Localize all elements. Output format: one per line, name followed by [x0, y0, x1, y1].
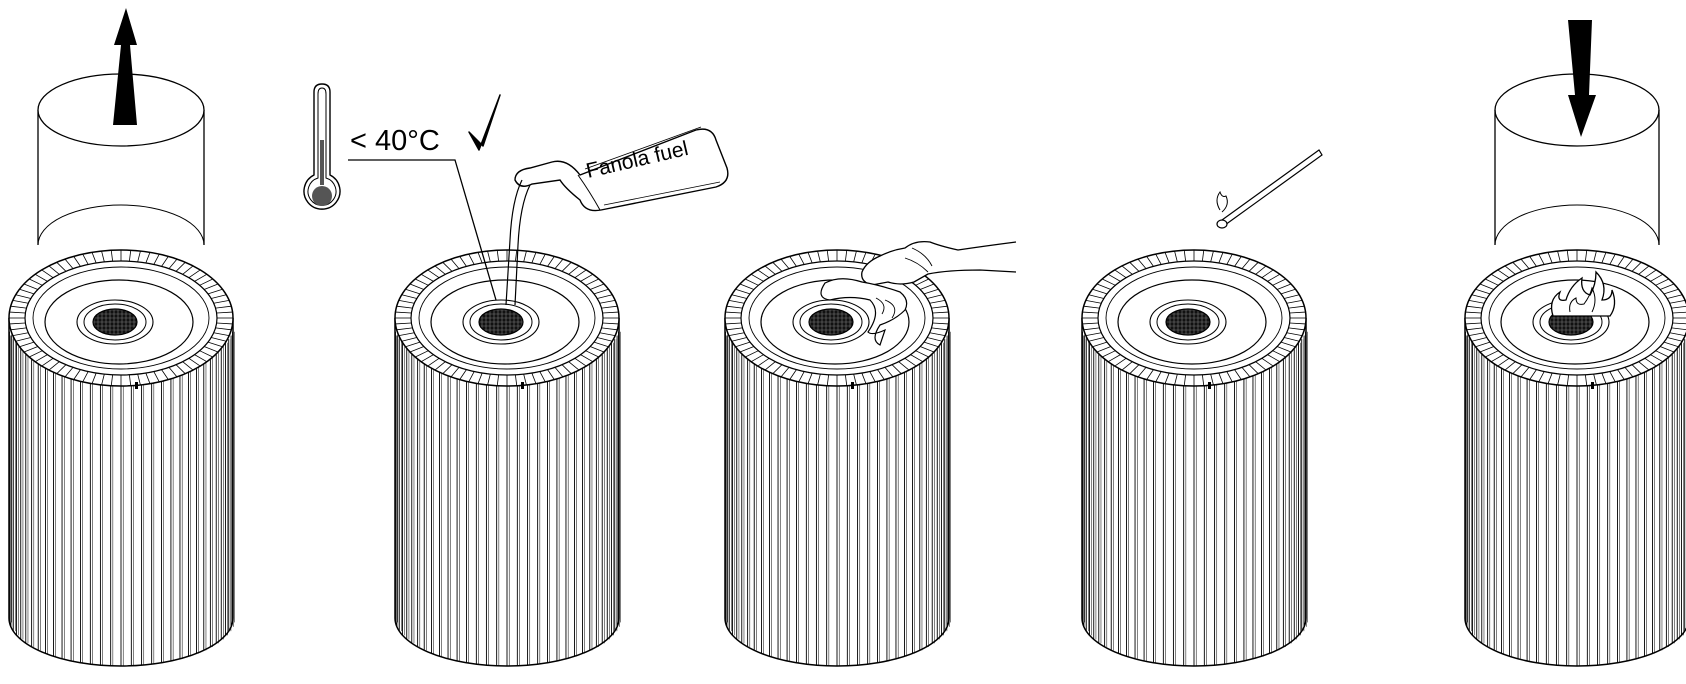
stove-body: [724, 249, 951, 667]
checkmark-icon: [468, 94, 501, 151]
match-icon: [1216, 149, 1323, 229]
arrow-up-icon: [113, 8, 137, 125]
fuel-stream: [505, 179, 531, 306]
step-1-remove-glass: [8, 8, 235, 667]
step-4-ignite: [1081, 149, 1323, 667]
flame-icon: [1550, 270, 1616, 317]
step-5-replace-glass: [1464, 20, 1686, 667]
thermometer-icon: [303, 83, 341, 210]
temperature-limit-label: < 40°C: [350, 125, 440, 157]
temperature-pointer-line: [348, 159, 497, 301]
stove-body: [1464, 249, 1686, 667]
smoke-icon: [1216, 190, 1228, 213]
stove-body: [1081, 249, 1308, 667]
arrow-down-icon: [1568, 20, 1596, 137]
step-3-wipe-spills: [724, 240, 1017, 667]
hand-cloth-icon: [820, 240, 1017, 346]
step-2-fill-fuel: < 40°C Fanola fuel: [303, 83, 729, 667]
stove-body: [8, 249, 235, 667]
fuel-bottle-icon: Fanola fuel: [505, 126, 729, 306]
stove-body: [394, 249, 621, 667]
